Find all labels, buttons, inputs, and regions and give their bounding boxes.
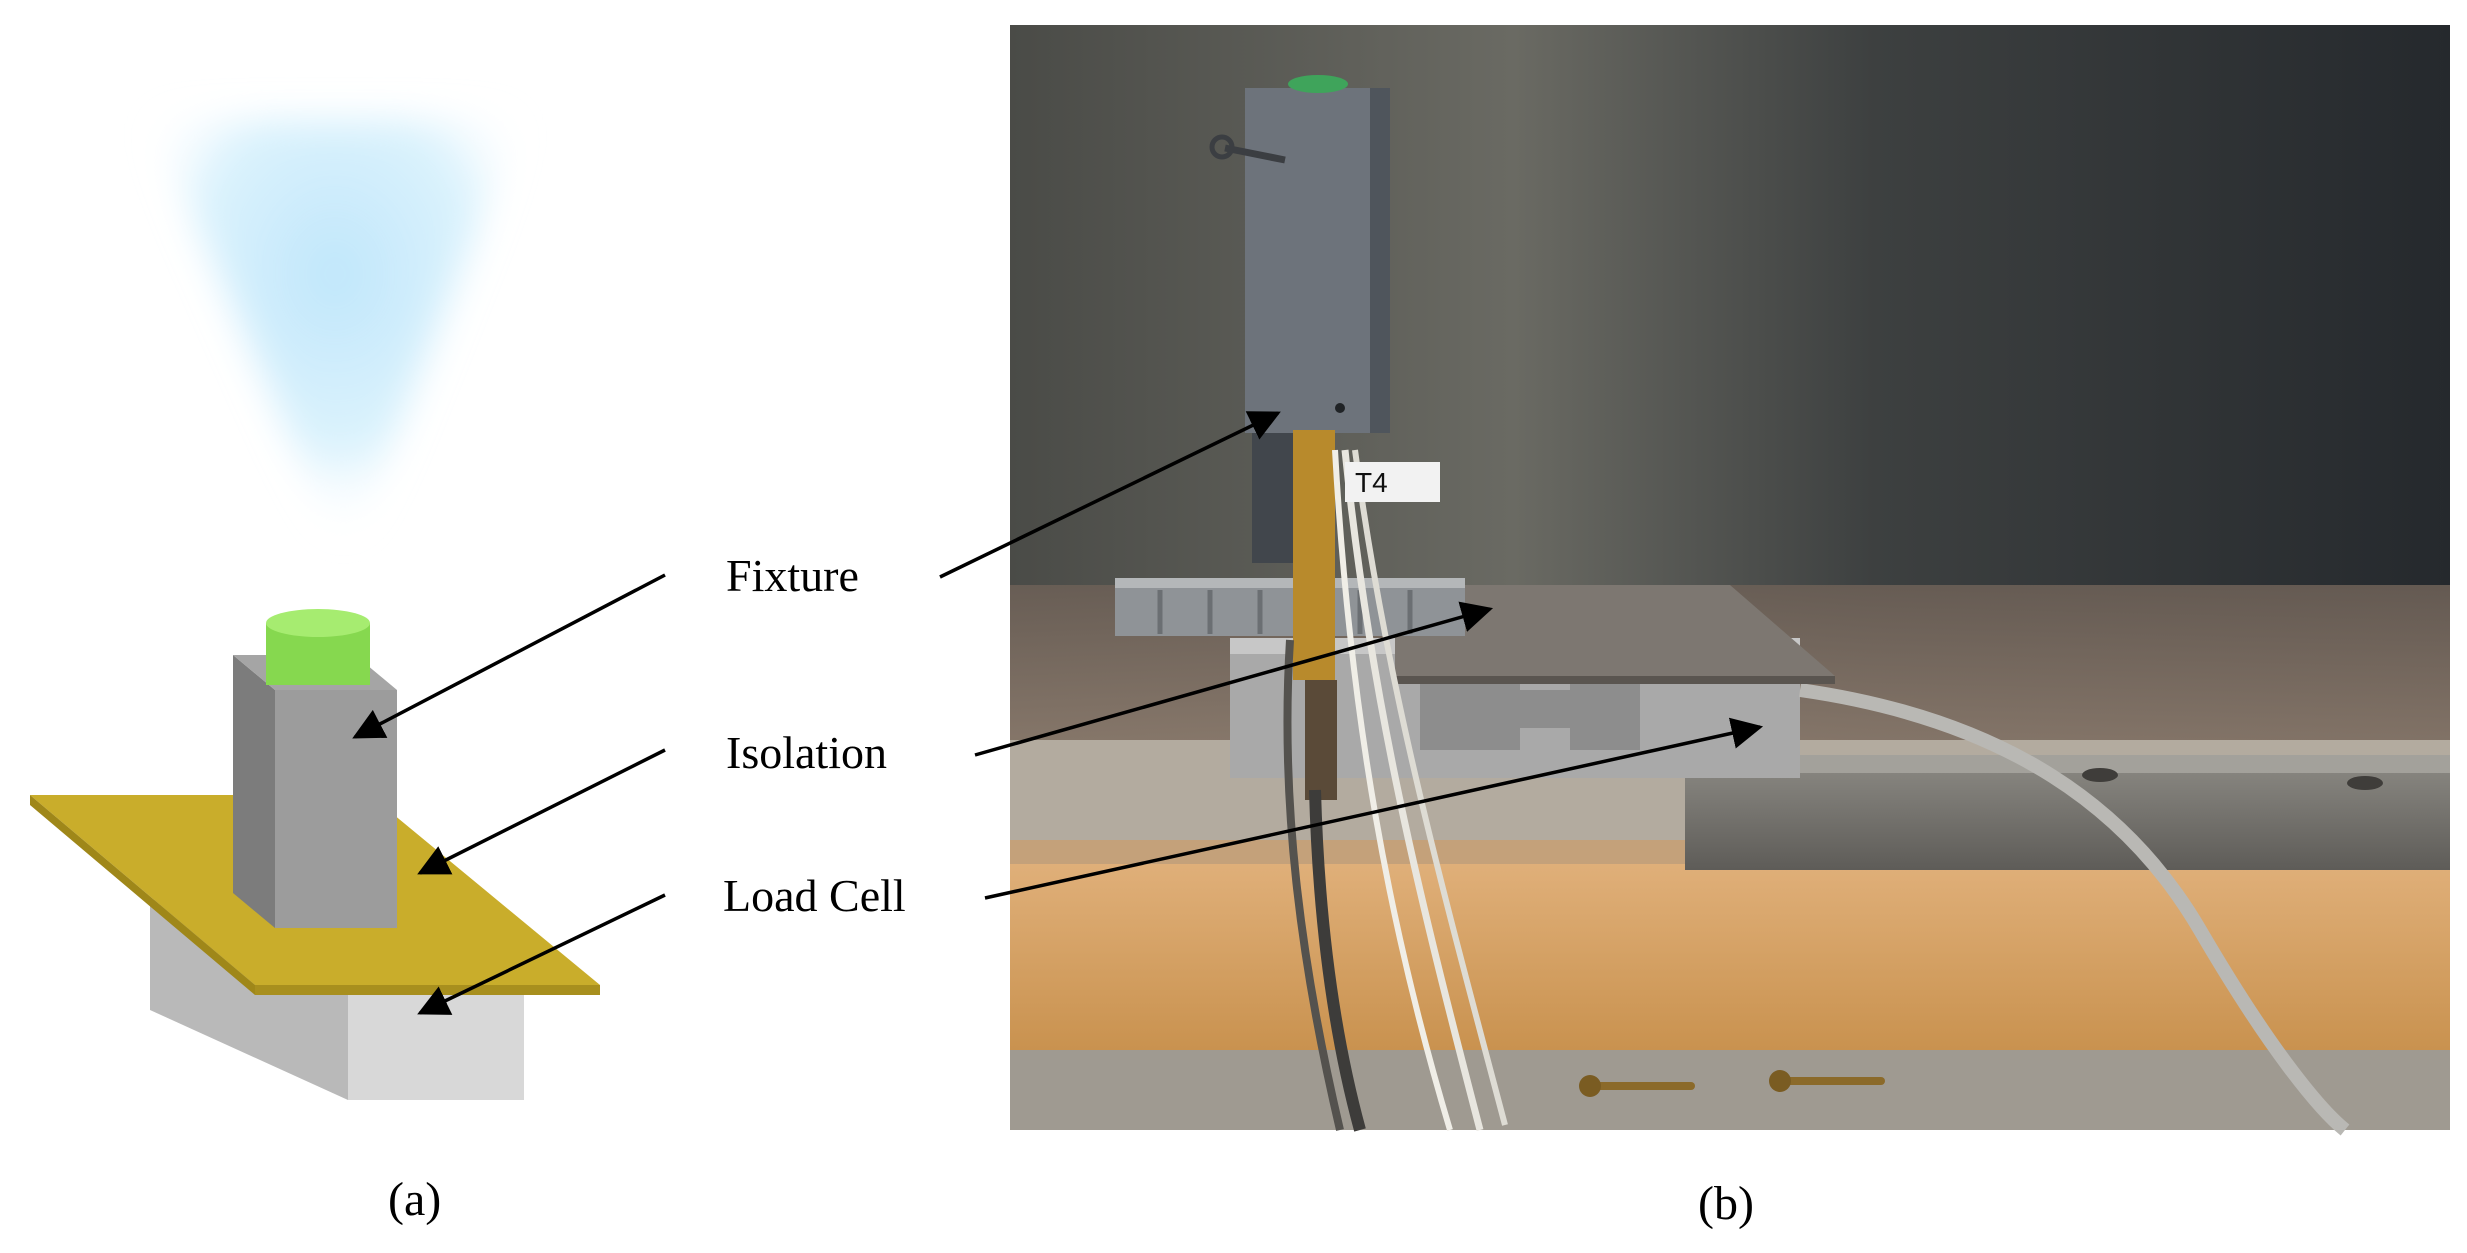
load-cell-arrow-right	[984, 717, 1764, 900]
photo-sample-top	[1288, 75, 1348, 93]
isolation-arrow-left	[417, 748, 666, 875]
photo-tag	[1345, 462, 1440, 502]
fixture-arrow-left	[352, 573, 666, 739]
load-cell-block-side	[150, 900, 348, 1100]
flame-glow	[150, 120, 520, 560]
leader-arrows	[352, 411, 1764, 1015]
photo-concrete-bottom	[1010, 1050, 2450, 1130]
panel-a-caption: (a)	[388, 1173, 442, 1226]
photo-wood-beam	[1010, 860, 2450, 1050]
photo-black-cable	[1309, 789, 1366, 1132]
isolation-plate-edge	[255, 985, 600, 995]
isolation-arrow-right	[974, 601, 1494, 757]
photo-panel-b: T4	[1010, 25, 2450, 1136]
isolation-label: Isolation	[726, 727, 887, 778]
screw-icon	[1769, 1070, 1885, 1092]
photo-fixture-column	[1245, 88, 1390, 433]
screw-icon	[1579, 1075, 1695, 1097]
panel-b-caption: (b)	[1698, 1177, 1754, 1230]
photo-gray-cable	[1799, 683, 2350, 1136]
photo-tag-text: T4	[1355, 467, 1388, 498]
load-cell-label: Load Cell	[723, 870, 906, 921]
photo-thermocouple-wire	[1341, 449, 1484, 1131]
fixture-arrow-right	[939, 411, 1281, 579]
photo-steel-rail	[1685, 755, 2450, 870]
sample-cylinder-top	[266, 609, 370, 637]
photo-connector	[1293, 430, 1335, 680]
schematic-panel-a	[30, 120, 600, 1100]
fixture-side	[233, 655, 275, 928]
load-cell-arrow-left	[417, 893, 666, 1015]
fixture-label: Fixture	[726, 550, 859, 601]
isolation-plate-edge-left	[30, 795, 255, 995]
photo-isolation-sheet	[1395, 585, 1835, 676]
